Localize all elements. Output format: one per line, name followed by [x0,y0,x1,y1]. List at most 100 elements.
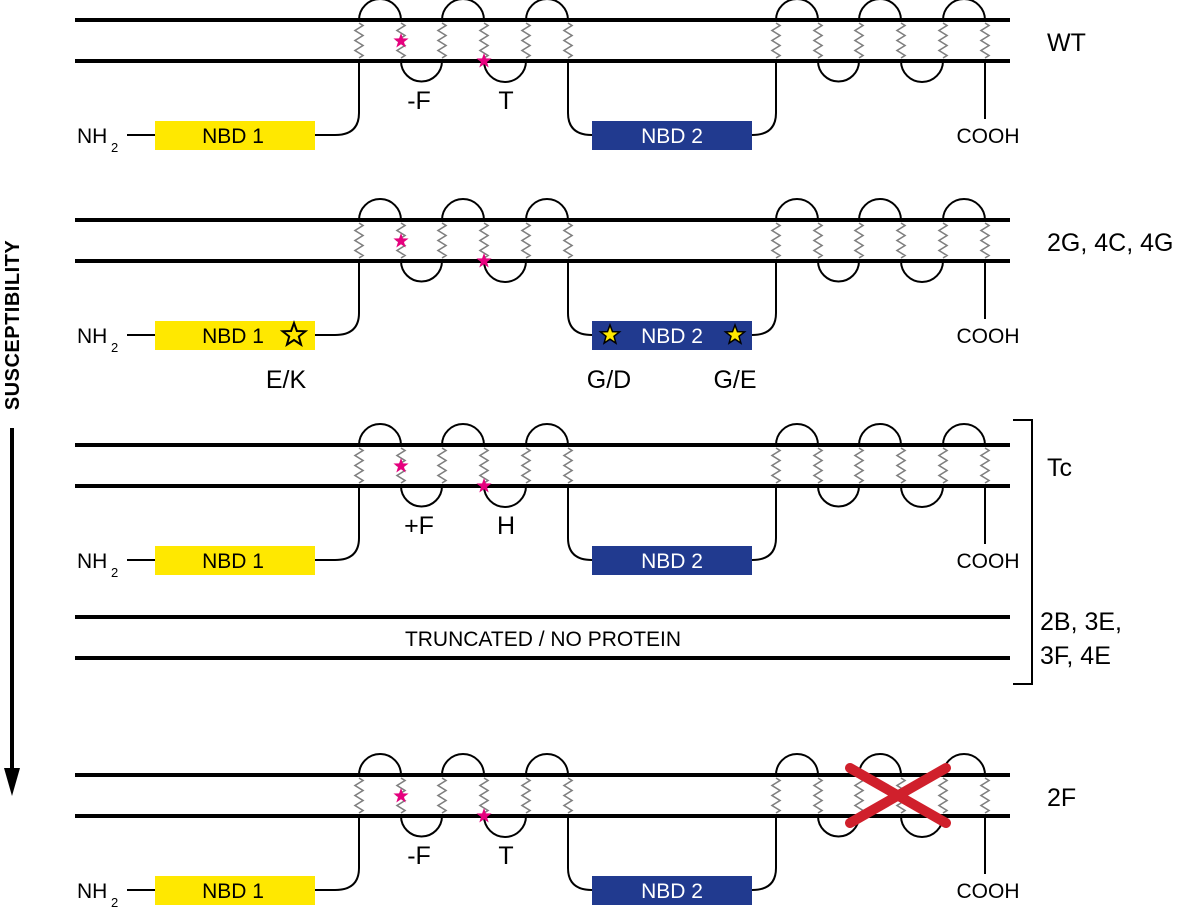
row-label-truncated-line2: 3F, 4E [1040,642,1111,670]
nbd1-label: NBD 1 [202,880,264,903]
extracellular-loop [858,753,902,776]
truncated-label: TRUNCATED / NO PROTEIN [405,628,681,651]
nbd2-label: NBD 2 [641,325,703,348]
magenta-star-icon [393,233,409,248]
nbd2-label: NBD 2 [641,880,703,903]
transmembrane-helix [770,22,782,59]
transmembrane-helix [937,222,949,259]
extracellular-loop [775,423,819,446]
transmembrane-helix [853,22,865,59]
row-label: WT [1047,29,1086,57]
nbd2-box [592,121,752,150]
intracellular-loop [900,260,944,283]
transmembrane-helix [562,222,574,259]
nbd2-mutation-label-right: G/E [713,366,756,394]
magenta-star-icon [476,808,492,823]
transmembrane-helix [937,447,949,484]
yellow-star-icon [598,322,622,345]
c-terminus-label: COOH [957,125,1020,148]
extracellular-loop [358,753,402,776]
extracellular-loop [525,198,569,221]
extracellular-loop [775,753,819,776]
transmembrane-helix [979,447,991,484]
extracellular-loop [525,0,569,21]
row-label-truncated-line1: 2B, 3E, [1040,608,1122,636]
intracellular-loop [483,260,527,283]
yellow-star-icon [723,322,747,345]
intracellular-loop [483,815,527,838]
extracellular-loop [441,198,485,221]
intracellular-loop [483,485,527,508]
extracellular-loop [775,198,819,221]
nbd1-label: NBD 1 [202,125,264,148]
transmembrane-helix [895,447,907,484]
magenta-star-icon [476,478,492,493]
transmembrane-helix [562,22,574,59]
mutation-label-left: -F [407,842,431,870]
intracellular-loop [817,60,860,83]
extracellular-loop [441,423,485,446]
row-truncated: TRUNCATED / NO PROTEIN [75,615,1010,660]
transmembrane-helix [436,447,448,484]
transmembrane-helix [937,22,949,59]
n-terminus-label: NH [77,325,107,348]
transmembrane-helix [353,22,365,59]
transmembrane-helix [478,222,490,259]
transmembrane-helix [562,777,574,814]
transmembrane-helix [478,777,490,814]
nbd1-box [155,876,315,905]
transmembrane-helix [770,447,782,484]
extracellular-loop [775,0,819,21]
mutation-label-right: H [497,512,515,540]
transmembrane-helix [353,222,365,259]
transmembrane-helix [353,447,365,484]
mutation-label-left: -F [407,87,431,115]
group-bracket [1013,419,1033,685]
extracellular-loop [858,423,902,446]
n-terminus-subscript: 2 [111,140,118,155]
extracellular-loop [441,0,485,21]
nbd1-label: NBD 1 [202,550,264,573]
transmembrane-helix [478,22,490,59]
n-terminus-label: NH [77,550,107,573]
nbd2-label: NBD 2 [641,550,703,573]
susceptibility-arrow-head [4,768,20,796]
intracellular-loop [817,260,860,283]
n-terminus-subscript: 2 [111,340,118,355]
intracellular-loop [400,260,443,283]
magenta-star-icon [393,458,409,473]
transmembrane-helix [436,777,448,814]
transmembrane-helix [853,777,865,814]
magenta-star-icon [393,788,409,803]
extracellular-loop [942,198,986,221]
transmembrane-helix [979,222,991,259]
nbd2-mutation-label-left: G/D [587,366,631,394]
nbd1-box [155,121,315,150]
magenta-star-icon [476,53,492,68]
transmembrane-helix [520,22,532,59]
nbd2-box [592,321,752,350]
nbd1-label: NBD 1 [202,325,264,348]
extracellular-loop [441,753,485,776]
row-label: 2G, 4C, 4G [1047,229,1173,257]
c-terminus-label: COOH [957,325,1020,348]
transmembrane-helix [353,777,365,814]
transmembrane-helix [770,777,782,814]
transmembrane-helix [520,447,532,484]
extracellular-loop [525,423,569,446]
extracellular-loop [858,0,902,21]
extracellular-loop [858,198,902,221]
transmembrane-helix [812,777,824,814]
transmembrane-helix [895,222,907,259]
magenta-star-icon [393,33,409,48]
nbd2-label: NBD 2 [641,125,703,148]
extracellular-loop [525,753,569,776]
row-label: 2F [1047,784,1076,812]
nbd1-mutation-label: E/K [266,366,307,394]
nbd1-linker [315,486,360,561]
transmembrane-helix [562,447,574,484]
